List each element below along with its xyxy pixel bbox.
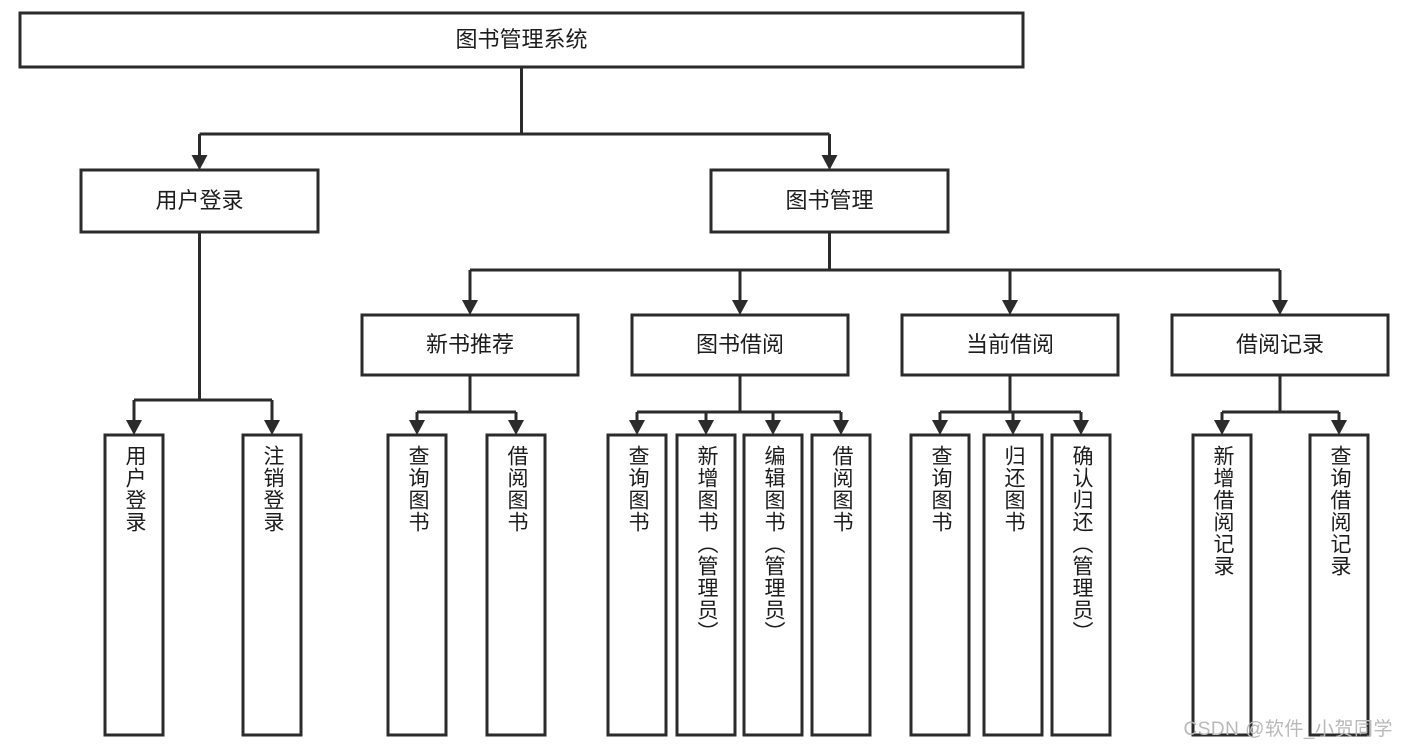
leaf-arrow-leaf-query-book-1-head (409, 420, 425, 435)
leaf-arrow-leaf-return-book-head (1005, 420, 1021, 435)
level3-arrow-current-borrow-head (1002, 300, 1018, 315)
node-leaf-query-book-3-box[interactable] (909, 433, 971, 737)
node-book-manage-label: 图书管理 (785, 188, 873, 213)
node-leaf-query-record-box[interactable] (1308, 433, 1370, 737)
level3-arrow-new-book-rec-head (462, 300, 478, 315)
root-node-label: 图书管理系统 (455, 27, 587, 52)
node-leaf-return-book-box[interactable] (982, 433, 1044, 737)
leaf-arrow-leaf-query-book-3-head (932, 420, 948, 435)
node-leaf-add-book-box[interactable] (675, 433, 737, 737)
watermark-text: CSDN @软件_小贺同学 (1183, 719, 1393, 740)
node-leaf-user-login-box[interactable] (103, 433, 165, 737)
node-leaf-borrow-book-2-box[interactable] (810, 433, 872, 737)
leaf-arrow-leaf-add-record-head (1214, 420, 1230, 435)
node-borrow-record-box[interactable] (1170, 313, 1390, 377)
leaf-arrow-leaf-user-login-head (126, 420, 142, 435)
node-new-book-rec-box[interactable] (360, 313, 580, 377)
level2-arrow-book-manage-head (821, 155, 838, 170)
node-user-login-label: 用户登录 (155, 188, 243, 213)
node-current-borrow-label: 当前借阅 (966, 332, 1054, 357)
leaf-arrow-leaf-confirm-return-head (1073, 420, 1089, 435)
node-borrow-record-label: 借阅记录 (1236, 332, 1324, 357)
node-leaf-logout-box[interactable] (241, 433, 303, 737)
node-leaf-edit-book-box[interactable] (742, 433, 804, 737)
leaf-arrow-leaf-query-record-head (1331, 420, 1347, 435)
node-book-borrow-label: 图书借阅 (696, 332, 784, 357)
root-node-box[interactable] (18, 11, 1025, 69)
node-new-book-rec-label: 新书推荐 (426, 332, 514, 357)
leaf-arrow-leaf-query-book-2-head (629, 420, 645, 435)
level3-arrow-book-borrow-head (732, 300, 748, 315)
node-current-borrow-box[interactable] (900, 313, 1120, 377)
connector-layer (126, 67, 1347, 435)
level3-arrow-borrow-record-head (1272, 300, 1288, 315)
leaf-arrow-leaf-add-book-head (698, 420, 714, 435)
node-book-manage-box[interactable] (709, 168, 950, 234)
node-book-borrow-box[interactable] (630, 313, 850, 377)
level2-arrow-user-login-head (191, 155, 208, 170)
leaf-arrow-leaf-borrow-book-1-head (508, 420, 524, 435)
node-leaf-confirm-return-box[interactable] (1050, 433, 1112, 737)
leaf-arrow-leaf-borrow-book-2-head (833, 420, 849, 435)
leaf-arrow-leaf-edit-book-head (765, 420, 781, 435)
node-user-login-box[interactable] (79, 168, 320, 234)
node-leaf-query-book-1-box[interactable] (386, 433, 448, 737)
node-box-layer (18, 11, 1390, 737)
leaf-arrow-leaf-logout-head (264, 420, 280, 435)
node-leaf-query-book-2-box[interactable] (606, 433, 668, 737)
node-leaf-borrow-book-1-box[interactable] (485, 433, 547, 737)
node-leaf-add-record-box[interactable] (1191, 433, 1253, 737)
